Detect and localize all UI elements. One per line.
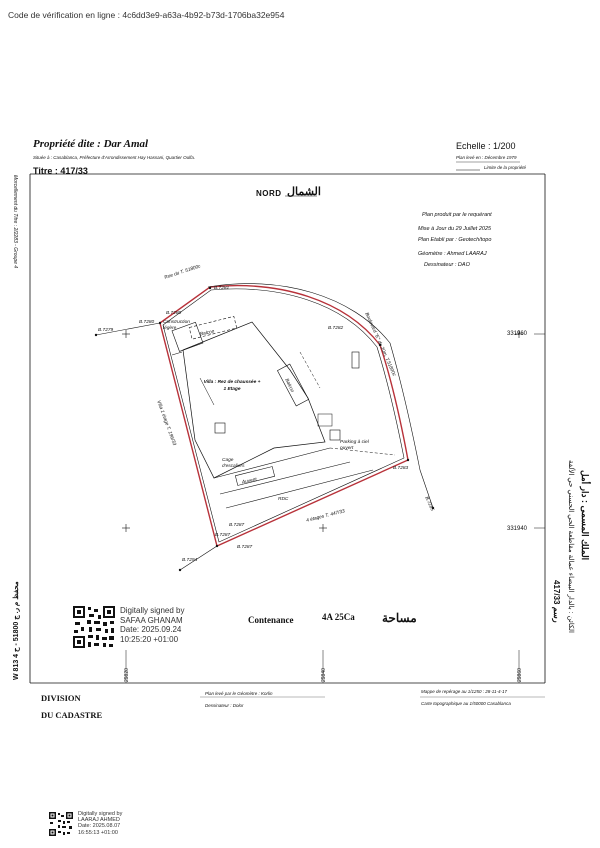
- qr-code-small-icon: [48, 811, 74, 837]
- signature-date: Date: 2025.08.07: [78, 823, 121, 830]
- villa-label: Villa : Rez de chaussée + 1 Etage: [203, 380, 261, 392]
- north-arabic: الشمال: [287, 186, 321, 198]
- left-bottom-text: W 813 محفظ م ر. ج 51800 - ح 4: [13, 581, 20, 680]
- coord-x1: 29820: [124, 668, 130, 682]
- borne-label: B.7287: [237, 545, 253, 550]
- titre-number: Titre : 417/33: [33, 166, 88, 176]
- borne-label: B.7287: [215, 533, 231, 538]
- contenance-label: Contenance: [248, 615, 294, 625]
- digital-signature-small: Digitally signed by LAARAJ AHMED Date: 2…: [78, 811, 122, 836]
- division-line2: DU CADASTRE: [41, 710, 103, 720]
- plan-info-2: Mise à Jour du 29 Juillet 2025: [418, 226, 492, 232]
- borne-label: B.7287: [229, 523, 245, 528]
- parking-label: Parking à ciel ouvert: [340, 440, 369, 451]
- digital-signature-main: Digitally signed by SAFAA GHANAM Date: 2…: [120, 606, 184, 644]
- right-title-number: 417/33 رسم: [552, 580, 561, 623]
- footer-plan-leve: Plan levé par le Géomètre : Korlin: [205, 691, 273, 696]
- verification-code: Code de vérification en ligne : 4c6dd3e9…: [8, 10, 285, 20]
- borne-label: B.7282: [328, 326, 344, 331]
- borne-label: B.7279: [98, 328, 114, 333]
- signature-time: 16:55:13 +01:00: [78, 829, 118, 836]
- signature-name: LAARAJ AHMED: [78, 817, 120, 824]
- signature-name: SAFAA GHANAM: [120, 615, 183, 625]
- division-cadastre: DIVISION DU CADASTRE: [41, 690, 102, 724]
- limit-legend: Limite de la propriété: [484, 165, 527, 170]
- contenance-value: 4A 25Ca: [322, 612, 355, 622]
- signature-date: Date: 2025.09.24: [120, 625, 182, 634]
- plan-info-4: Géomètre : Ahmed LAARAJ: [418, 251, 487, 257]
- scale-text: Echelle : 1/200: [456, 141, 516, 151]
- cage-label: Cage d'escaliers: [222, 458, 245, 469]
- morcellement-text: Morcellement du Titre : 2/2283 - Groupe …: [12, 175, 18, 269]
- property-title: Propriété dite : Dar Amal: [33, 138, 149, 150]
- plan-info-5: Dessinateur : DAO: [424, 262, 470, 268]
- coord-x3: 29860: [517, 668, 523, 682]
- rdc-label: RDC: [278, 497, 289, 502]
- construction-label: Construction légère: [163, 320, 190, 331]
- borne-label: B.7294: [182, 558, 198, 563]
- footer-carte: Carte topographique au 1/50000 Casablanc…: [421, 701, 511, 706]
- situation-text: Située à : Casablanca, Préfecture d'Arro…: [33, 155, 196, 160]
- coord-y2: 331940: [507, 526, 528, 532]
- plan-info-1: Plan produit par le requérant: [422, 212, 492, 218]
- borne-label: B.7280: [139, 320, 155, 325]
- division-line1: DIVISION: [41, 693, 81, 703]
- signature-time: 10:25:20 +01:00: [120, 634, 179, 644]
- footer-mappe: Mappe de repérage au 1/1250 : 28-11-4-17: [421, 689, 507, 694]
- borne-label: B.7281: [214, 286, 230, 291]
- borne-label: B.7280: [166, 311, 182, 316]
- coord-y1: 331960: [507, 331, 528, 337]
- qr-code-icon: [72, 605, 116, 649]
- signature-line: Digitally signed by: [78, 811, 123, 817]
- footer-dessinateur: Dessinateur : Dolor: [205, 703, 244, 708]
- north-label: NORD: [256, 189, 282, 198]
- location-arabic: الكائن : بالدار البيضاء عمالة مقاطعة الح…: [567, 460, 574, 633]
- plan-date: Plan levé en : Décembre 1979: [456, 155, 517, 160]
- signature-line: Digitally signed by: [120, 606, 185, 615]
- borne-label: B.7283: [393, 466, 409, 471]
- plan-info-3: Plan Etabli par : Geotech/topo: [418, 237, 492, 243]
- coord-x2: 29840: [321, 668, 327, 682]
- owner-arabic: الملك المسمى : دار أمل: [580, 470, 590, 561]
- contenance-arabic: مساحة: [382, 611, 417, 625]
